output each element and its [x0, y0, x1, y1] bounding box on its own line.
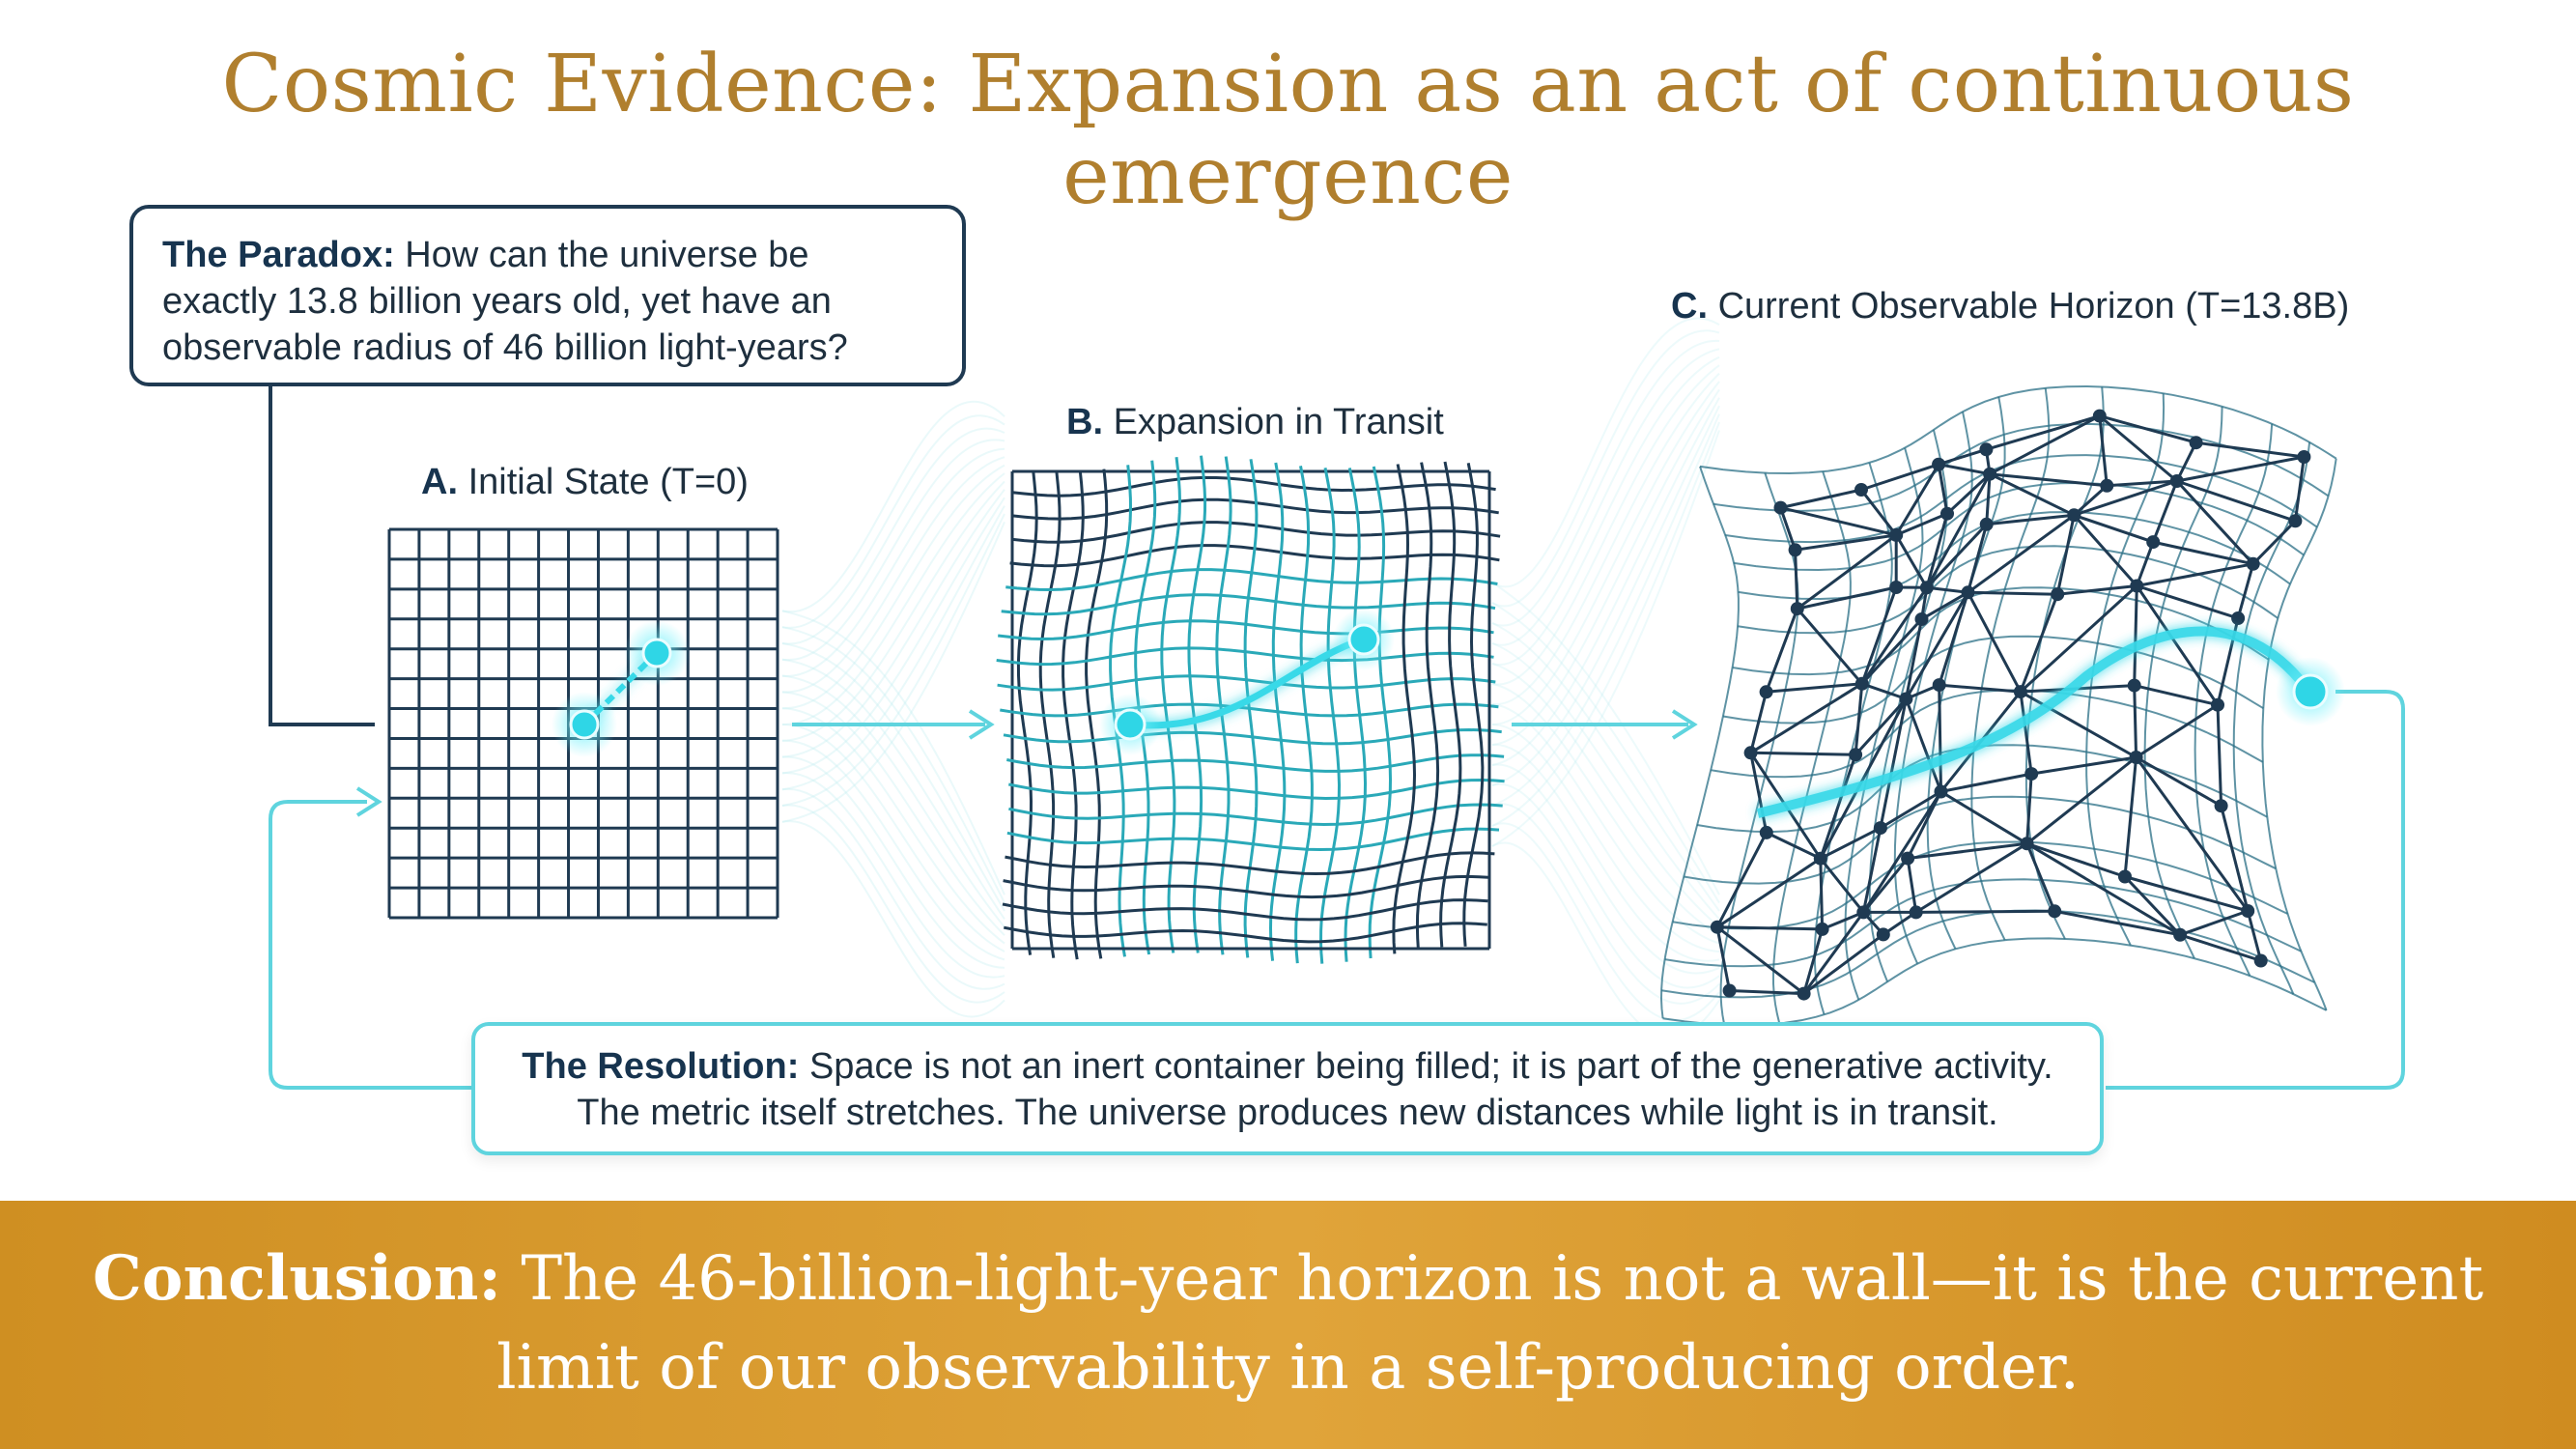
feedback-loop-left	[269, 800, 471, 1090]
resolution-callout: The Resolution: Space is not an inert co…	[471, 1022, 2104, 1155]
feedback-arrowhead	[355, 786, 382, 817]
stage-b-caption: B. Expansion in Transit	[1066, 402, 1444, 443]
stage-a-letter: A.	[421, 462, 458, 502]
arrow-a-to-b	[792, 709, 995, 740]
stage-c-letter: C.	[1671, 286, 1708, 327]
page-title: Cosmic Evidence: Expansion as an act of …	[221, 39, 2355, 222]
resolution-label: The Resolution:	[522, 1046, 800, 1087]
paradox-callout: The Paradox: How can the universe be exa…	[129, 205, 966, 386]
light-path-a	[552, 620, 690, 757]
expansion-grid	[996, 455, 1505, 964]
arrow-b-to-c	[1512, 709, 1698, 740]
resolution-line1: Space is not an inert container being fi…	[808, 1046, 2053, 1087]
conclusion-line1: The 46-billion-light-year horizon is not…	[521, 1243, 2484, 1315]
conclusion-band	[0, 1201, 2576, 1449]
stage-b-letter: B.	[1066, 402, 1103, 442]
conclusion-text: Conclusion: The 46-billion-light-year ho…	[0, 1235, 2576, 1412]
conclusion-line2: limit of our observability in a self-pro…	[496, 1332, 2080, 1404]
stage-c-caption: C. Current Observable Horizon (T=13.8B)	[1671, 286, 2349, 327]
paradox-text: How can the universe be exactly 13.8 bil…	[162, 235, 848, 368]
stage-a-label: Initial State (T=0)	[467, 462, 749, 502]
paradox-connector	[269, 386, 375, 726]
stage-a-caption: A. Initial State (T=0)	[421, 462, 749, 503]
light-path-c	[1756, 626, 2345, 818]
feedback-loop	[2106, 690, 2405, 1090]
stage-b-label: Expansion in Transit	[1113, 402, 1444, 442]
resolution-line2: The metric itself stretches. The univers…	[577, 1093, 1998, 1133]
observable-horizon-mesh	[1659, 384, 2337, 1027]
stage-c-label: Current Observable Horizon (T=13.8B)	[1717, 286, 2350, 327]
conclusion-label: Conclusion:	[92, 1242, 501, 1315]
light-streams	[781, 317, 1720, 1039]
paradox-label: The Paradox:	[162, 235, 395, 275]
light-path-b	[1099, 609, 1395, 755]
